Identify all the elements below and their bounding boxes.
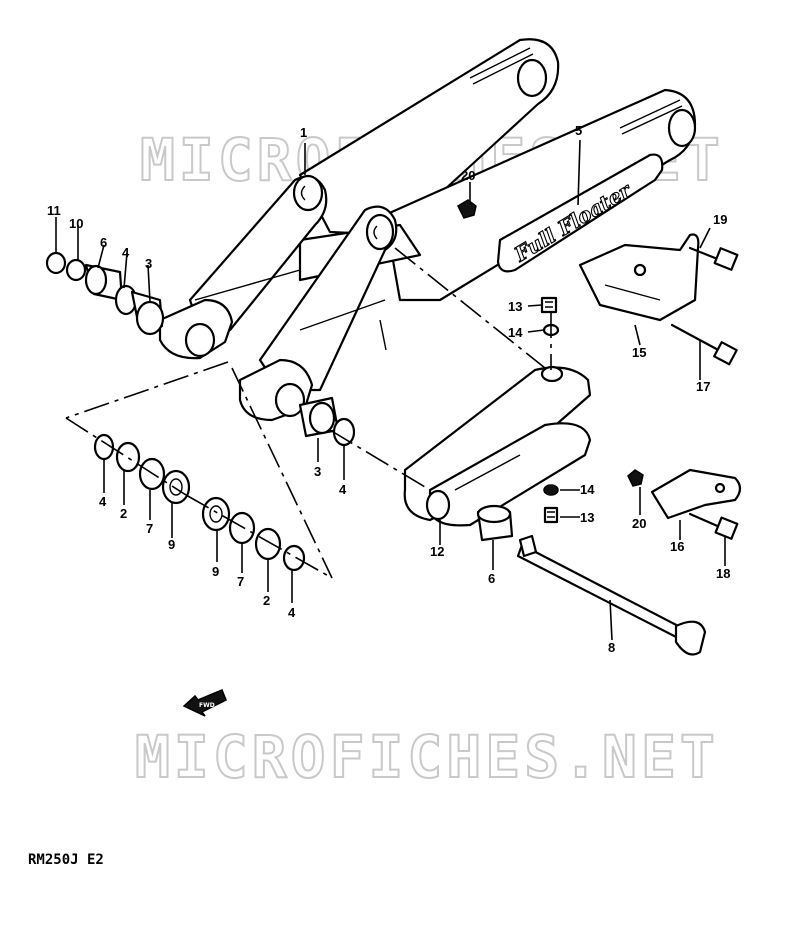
- bolt-17: [670, 323, 738, 366]
- right-pivot-bearing: [298, 396, 356, 447]
- cushion-lever-bracket: [403, 365, 592, 527]
- forward-arrow-label: FWD: [199, 702, 215, 709]
- chain-guide-plate: [650, 468, 742, 520]
- callout-6-lower: 6: [488, 571, 495, 586]
- callout-16: 16: [670, 539, 684, 554]
- callout-10: 10: [69, 216, 83, 231]
- callout-4-stackB: 4: [288, 605, 296, 620]
- callout-12: 12: [430, 544, 444, 559]
- callout-5: 5: [575, 123, 582, 138]
- callout-11: 11: [47, 203, 61, 218]
- callout-7-stackB: 7: [237, 574, 244, 589]
- callout-1: 1: [300, 125, 307, 140]
- left-pivot-stack: [45, 251, 165, 336]
- callout-17: 17: [696, 379, 710, 394]
- swingarm: Full Floater: [158, 38, 697, 422]
- callout-8: 8: [608, 640, 615, 655]
- bolt-18: [688, 512, 739, 540]
- model-code: RM250J E2: [28, 852, 104, 868]
- callout-13-lower: 13: [580, 510, 594, 525]
- bolt-13-lower: [543, 506, 559, 524]
- callout-15: 15: [632, 345, 646, 360]
- exploded-stack-right: [201, 496, 306, 572]
- exploded-guide-lines: [65, 247, 552, 579]
- callout-18: 18: [716, 566, 730, 581]
- callout-7-stackA: 7: [146, 521, 153, 536]
- callout-13-upper: 13: [508, 299, 522, 314]
- spacer-6: [476, 504, 514, 542]
- callout-6-upper: 6: [100, 235, 107, 250]
- callout-14-upper: 14: [508, 325, 523, 340]
- callout-20-lower: 20: [632, 516, 646, 531]
- callout-3-upper: 3: [145, 256, 152, 271]
- callout-20-upper: 20: [461, 168, 475, 183]
- washer-14-lower: [543, 484, 559, 496]
- leader-lines: [55, 139, 726, 641]
- callouts: 1 5 20 11 10 6 4 3 19 13 14 15 17 3 4 4 …: [47, 123, 730, 655]
- callout-2-stackB: 2: [263, 593, 270, 608]
- nut-20-upper: [457, 199, 477, 219]
- pivot-shaft-8: [516, 534, 707, 656]
- bolt-19: [688, 246, 739, 271]
- forward-arrow: FWD: [182, 689, 227, 717]
- watermark-bottom: MICROFICHES.NET: [135, 723, 719, 791]
- callout-4-lower: 4: [339, 482, 347, 497]
- callout-3-lower: 3: [314, 464, 321, 479]
- callout-19: 19: [713, 212, 727, 227]
- callout-9-stackA: 9: [168, 537, 175, 552]
- callout-2-stackA: 2: [120, 506, 127, 521]
- callout-4-stackA: 4: [99, 494, 107, 509]
- bolt-13-upper: [540, 296, 558, 314]
- callout-14-lower: 14: [580, 482, 595, 497]
- callout-4-upper: 4: [122, 245, 130, 260]
- callout-9-stackB: 9: [212, 564, 219, 579]
- nut-20-lower: [627, 469, 644, 487]
- chain-guide-bracket: [578, 233, 700, 322]
